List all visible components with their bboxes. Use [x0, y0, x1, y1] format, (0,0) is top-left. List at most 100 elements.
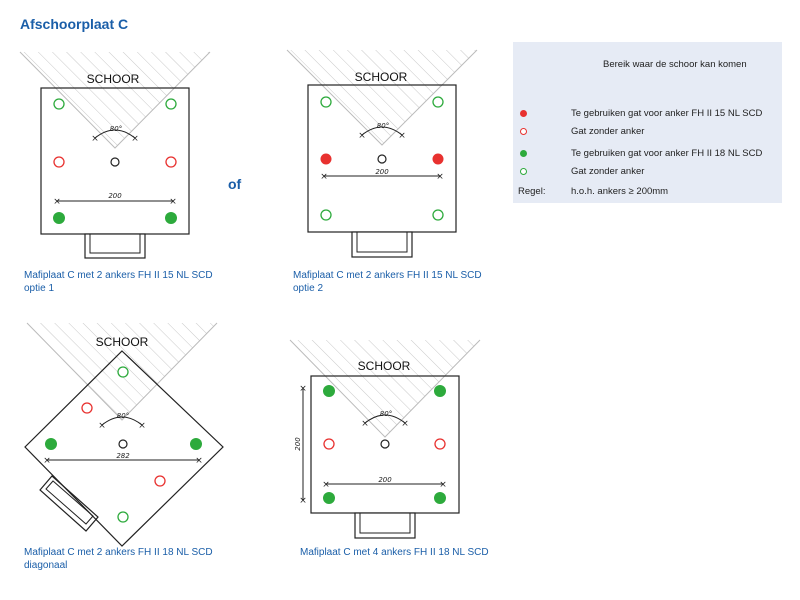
dimension-label: 200	[108, 192, 122, 200]
legend-item-text: Te gebruiken gat voor anker FH II 18 NL …	[571, 148, 763, 159]
bracket-inner	[359, 512, 411, 534]
red-filled-dot-icon	[520, 110, 527, 117]
hole-green-open	[117, 511, 129, 523]
caption-line: optie 1	[24, 283, 55, 294]
dimension-marker: ×	[43, 456, 51, 466]
rule-text: h.o.h. ankers ≥ 200mm	[571, 186, 669, 197]
legend-item-text: Gat zonder anker	[571, 166, 645, 177]
angle-marker: ×	[398, 131, 406, 141]
legend-item: Gat zonder anker	[513, 166, 782, 180]
plate-outline	[24, 350, 224, 547]
hole-green-open	[432, 96, 444, 108]
dimension-label: 200	[375, 168, 389, 176]
rule-label: Regel:	[518, 186, 546, 197]
schoor-label: SCHOOR	[96, 335, 149, 349]
diagram-diagonal: SCHOOR × × 80° × × 282	[24, 322, 224, 547]
legend-item-text: Gat zonder anker	[571, 126, 645, 137]
bracket-outline	[351, 231, 413, 258]
caption-line: Mafiplaat C met 2 ankers FH II 18 NL SCD	[24, 547, 213, 558]
center-hole	[110, 157, 120, 167]
schoor-label: SCHOOR	[358, 359, 411, 373]
hole-green-open	[165, 98, 177, 110]
brace-range-lines	[26, 322, 218, 421]
legend-item: Te gebruiken gat voor anker FH II 18 NL …	[513, 148, 782, 162]
bracket-inner	[89, 233, 141, 254]
angle-marker: ×	[358, 131, 366, 141]
legend-heading: Bereik waar de schoor kan komen	[603, 59, 747, 70]
caption-option-1: Mafiplaat C met 2 ankers FH II 15 NL SCD…	[24, 269, 213, 295]
dimension-label: 282	[116, 452, 130, 460]
diagram-option-1: SCHOOR × × 80° × × 200	[19, 51, 211, 259]
anchor-red-filled	[432, 153, 444, 165]
anchor-green-filled	[165, 212, 177, 224]
hole-red-open	[81, 402, 93, 414]
angle-marker: ×	[401, 419, 409, 429]
anchor-red-filled	[320, 153, 332, 165]
angle-label: 80°	[380, 410, 392, 418]
brace-range-lines	[19, 51, 211, 149]
anchor-green-filled	[434, 385, 446, 397]
schoor-label: SCHOOR	[355, 70, 408, 84]
angle-marker: ×	[98, 421, 106, 431]
dimension-marker: ×	[299, 384, 307, 394]
center-hole	[377, 154, 387, 164]
dimension-marker: ×	[436, 172, 444, 182]
angle-arc	[101, 416, 143, 426]
hole-green-open	[117, 366, 129, 378]
schoor-label: SCHOOR	[87, 72, 140, 86]
caption-diagonal: Mafiplaat C met 2 ankers FH II 18 NL SCD…	[24, 546, 213, 572]
dimension-label: 200	[378, 476, 392, 484]
anchor-green-filled	[434, 492, 446, 504]
dimension-marker: ×	[53, 197, 61, 207]
angle-arc	[364, 414, 406, 424]
angle-marker: ×	[138, 421, 146, 431]
angle-marker: ×	[91, 134, 99, 144]
hole-red-open	[154, 475, 166, 487]
dimension-marker: ×	[195, 456, 203, 466]
dimension-marker: ×	[169, 197, 177, 207]
caption-option-2: Mafiplaat C met 2 ankers FH II 15 NL SCD…	[293, 269, 482, 295]
hole-green-open	[320, 209, 332, 221]
angle-marker: ×	[131, 134, 139, 144]
dimension-label-vertical: 200	[294, 437, 302, 451]
dimension-marker: ×	[320, 172, 328, 182]
hole-red-open	[434, 438, 446, 450]
dimension-marker: ×	[439, 480, 447, 490]
angle-arc	[94, 129, 136, 139]
hole-green-open	[53, 98, 65, 110]
page-title: Afschoorplaat C	[20, 16, 129, 32]
center-hole	[118, 439, 128, 449]
anchor-green-filled	[53, 212, 65, 224]
bracket-outline	[39, 475, 99, 532]
brace-range-hatch	[290, 340, 480, 437]
diagram-four-anchors: SCHOOR × × 80° × × 200 × × 200	[289, 339, 481, 539]
legend-item: Gat zonder anker	[513, 126, 782, 140]
anchor-green-filled	[323, 492, 335, 504]
caption-line: Mafiplaat C met 4 ankers FH II 18 NL SCD	[300, 547, 489, 558]
brace-range-hatch	[287, 50, 477, 145]
bracket-outline	[84, 233, 146, 259]
angle-label: 80°	[117, 412, 129, 420]
legend-panel: Bereik waar de schoor kan komen Te gebru…	[513, 42, 782, 203]
hole-green-open	[432, 209, 444, 221]
anchor-green-filled	[190, 438, 202, 450]
legend-item-text: Te gebruiken gat voor anker FH II 15 NL …	[571, 108, 763, 119]
dimension-marker: ×	[299, 496, 307, 506]
angle-arc	[361, 126, 403, 136]
caption-line: diagonaal	[24, 560, 68, 571]
angle-marker: ×	[361, 419, 369, 429]
caption-four-anchors: Mafiplaat C met 4 ankers FH II 18 NL SCD	[300, 546, 489, 559]
anchor-green-filled	[323, 385, 335, 397]
bracket-inner	[356, 231, 408, 253]
hole-green-open	[320, 96, 332, 108]
diagram-option-2: SCHOOR × × 80° × × 200	[286, 49, 478, 258]
center-hole	[380, 439, 390, 449]
brace-range-lines	[286, 49, 478, 146]
caption-line: Mafiplaat C met 2 ankers FH II 15 NL SCD	[293, 270, 482, 281]
hole-red-open	[165, 156, 177, 168]
legend-item: Te gebruiken gat voor anker FH II 15 NL …	[513, 108, 782, 122]
separator-of: of	[228, 176, 242, 192]
bracket-outline	[354, 512, 416, 539]
hole-red-open	[323, 438, 335, 450]
